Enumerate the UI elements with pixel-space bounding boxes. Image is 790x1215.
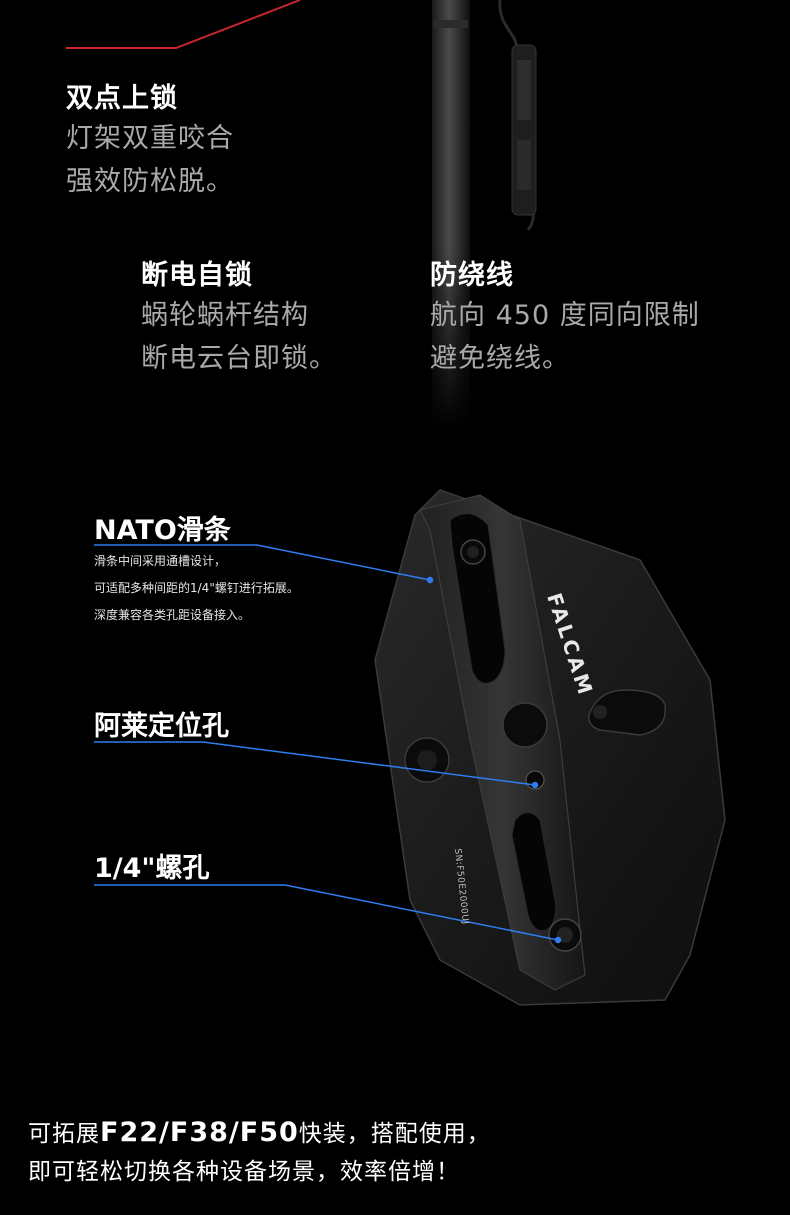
quarter-leader bbox=[94, 884, 559, 941]
callout-line: 深度兼容各类孔距设备接入。 bbox=[94, 608, 251, 622]
feature-line: 灯架双重咬合 bbox=[66, 123, 234, 154]
footer-line-1: 可拓展F22/F38/F50快装，搭配使用， bbox=[28, 1114, 491, 1153]
nato-leader bbox=[94, 544, 431, 581]
feature-dual-lock: 双点上锁 灯架双重咬合 强效防松脱。 bbox=[66, 76, 234, 203]
feature-title: 双点上锁 bbox=[66, 83, 178, 114]
callout-quarter: 1/4"螺孔 bbox=[94, 846, 210, 885]
callout-nato: NATO滑条 bbox=[94, 508, 231, 547]
feature-title: 断电自锁 bbox=[141, 260, 253, 291]
feature-anti-tangle: 防绕线 航向 450 度同向限制 避免绕线。 bbox=[430, 253, 700, 380]
accent-line bbox=[66, 0, 301, 49]
feature-line: 断电云台即锁。 bbox=[141, 343, 337, 374]
callout-title: NATO滑条 bbox=[94, 515, 231, 546]
arri-leader bbox=[94, 741, 536, 786]
callout-line: 滑条中间采用通槽设计， bbox=[94, 554, 227, 568]
feature-line: 航向 450 度同向限制 bbox=[430, 300, 700, 331]
feature-line: 强效防松脱。 bbox=[66, 166, 234, 197]
footer-line-2: 即可轻松切换各种设备场景，效率倍增！ bbox=[28, 1159, 460, 1185]
callout-nato-desc: 滑条中间采用通槽设计， 可适配多种间距的1/4"螺钉进行拓展。 深度兼容各类孔距… bbox=[94, 548, 299, 629]
callout-title: 阿莱定位孔 bbox=[94, 711, 229, 742]
mounting-plate bbox=[374, 489, 726, 1006]
footer-post: 快装，搭配使用， bbox=[298, 1121, 491, 1147]
footer-text: 可拓展F22/F38/F50快装，搭配使用， 即可轻松切换各种设备场景，效率倍增… bbox=[28, 1114, 491, 1191]
feature-line: 蜗轮蜗杆结构 bbox=[141, 300, 309, 331]
footer-models: F22/F38/F50 bbox=[100, 1117, 299, 1148]
callout-lines bbox=[94, 544, 562, 944]
callout-arri: 阿莱定位孔 bbox=[94, 704, 229, 743]
footer-pre: 可拓展 bbox=[28, 1121, 100, 1147]
callout-line: 可适配多种间距的1/4"螺钉进行拓展。 bbox=[94, 581, 299, 595]
feature-title: 防绕线 bbox=[430, 260, 514, 291]
light-stand bbox=[432, 0, 537, 430]
callout-title: 1/4"螺孔 bbox=[94, 853, 210, 884]
feature-power-lock: 断电自锁 蜗轮蜗杆结构 断电云台即锁。 bbox=[141, 253, 337, 380]
feature-line: 避免绕线。 bbox=[430, 343, 570, 374]
